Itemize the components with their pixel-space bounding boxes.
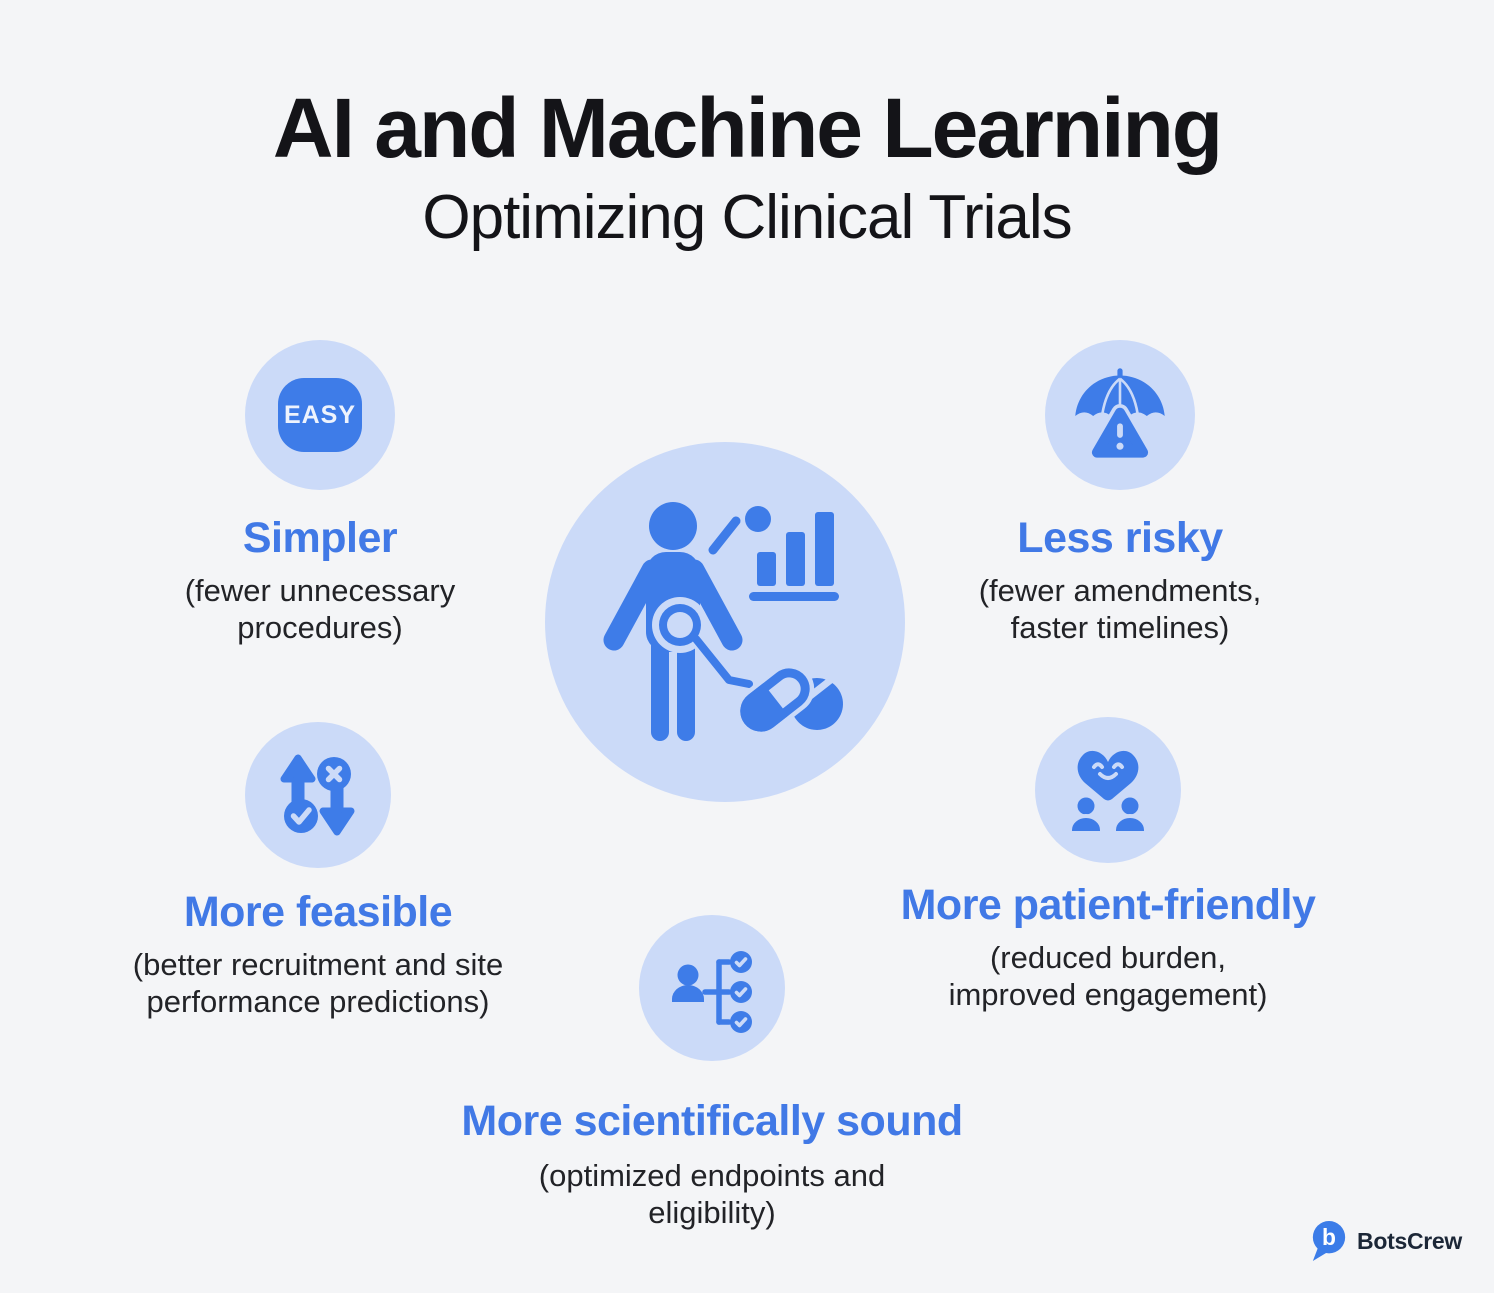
page-title: AI and Machine Learning — [272, 81, 1223, 175]
benefit-title-less-risky: Less risky — [1017, 514, 1223, 562]
umbrella-warning-icon — [1075, 368, 1165, 462]
page-subtitle: Optimizing Clinical Trials — [422, 183, 1072, 252]
center-illustration-circle — [545, 442, 905, 802]
botscrew-bubble-icon: b — [1312, 1221, 1346, 1261]
benefit-title-simpler: Simpler — [242, 514, 398, 562]
benefit-title-more-patient-friendly: More patient-friendly — [900, 881, 1316, 929]
benefit-desc-simpler: (fewer unnecessary procedures) — [184, 573, 456, 645]
benefit-simpler: EASY Simpler (fewer unnecessary procedur… — [90, 340, 550, 646]
svg-text:b: b — [1322, 1224, 1336, 1250]
more-scientifically-sound-icon-circle — [639, 915, 785, 1061]
benefit-more-patient-friendly: More patient-friendly (reduced burden, i… — [878, 717, 1338, 1013]
simpler-icon-circle: EASY — [245, 340, 395, 490]
benefit-more-scientifically-sound: More scientifically sound (optimized end… — [461, 915, 963, 1231]
benefit-desc-less-risky: (fewer amendments, faster timelines) — [978, 573, 1262, 645]
easy-badge-icon: EASY — [278, 378, 362, 452]
botscrew-logo: b BotsCrew — [1310, 1220, 1462, 1262]
benefit-more-feasible: More feasible (better recruitment and si… — [88, 722, 548, 1020]
benefit-desc-more-feasible: (better recruitment and site performance… — [132, 947, 504, 1019]
person-checklist-icon — [672, 951, 752, 1033]
sort-arrows-icon — [280, 754, 355, 836]
heart-people-icon — [1068, 750, 1148, 835]
benefit-title-more-feasible: More feasible — [183, 888, 453, 936]
easy-badge-label: EASY — [283, 400, 357, 429]
benefit-less-risky: Less risky (fewer amendments, faster tim… — [890, 340, 1350, 646]
patient-analytics-illustration-icon — [603, 502, 843, 741]
more-feasible-icon-circle — [245, 722, 391, 868]
benefit-desc-more-scientifically-sound: (optimized endpoints and eligibility) — [538, 1158, 886, 1230]
benefit-title-more-scientifically-sound: More scientifically sound — [461, 1097, 963, 1145]
less-risky-icon-circle — [1045, 340, 1195, 490]
more-patient-friendly-icon-circle — [1035, 717, 1181, 863]
benefit-desc-more-patient-friendly: (reduced burden, improved engagement) — [948, 940, 1268, 1012]
botscrew-brand-text: BotsCrew — [1357, 1227, 1462, 1254]
